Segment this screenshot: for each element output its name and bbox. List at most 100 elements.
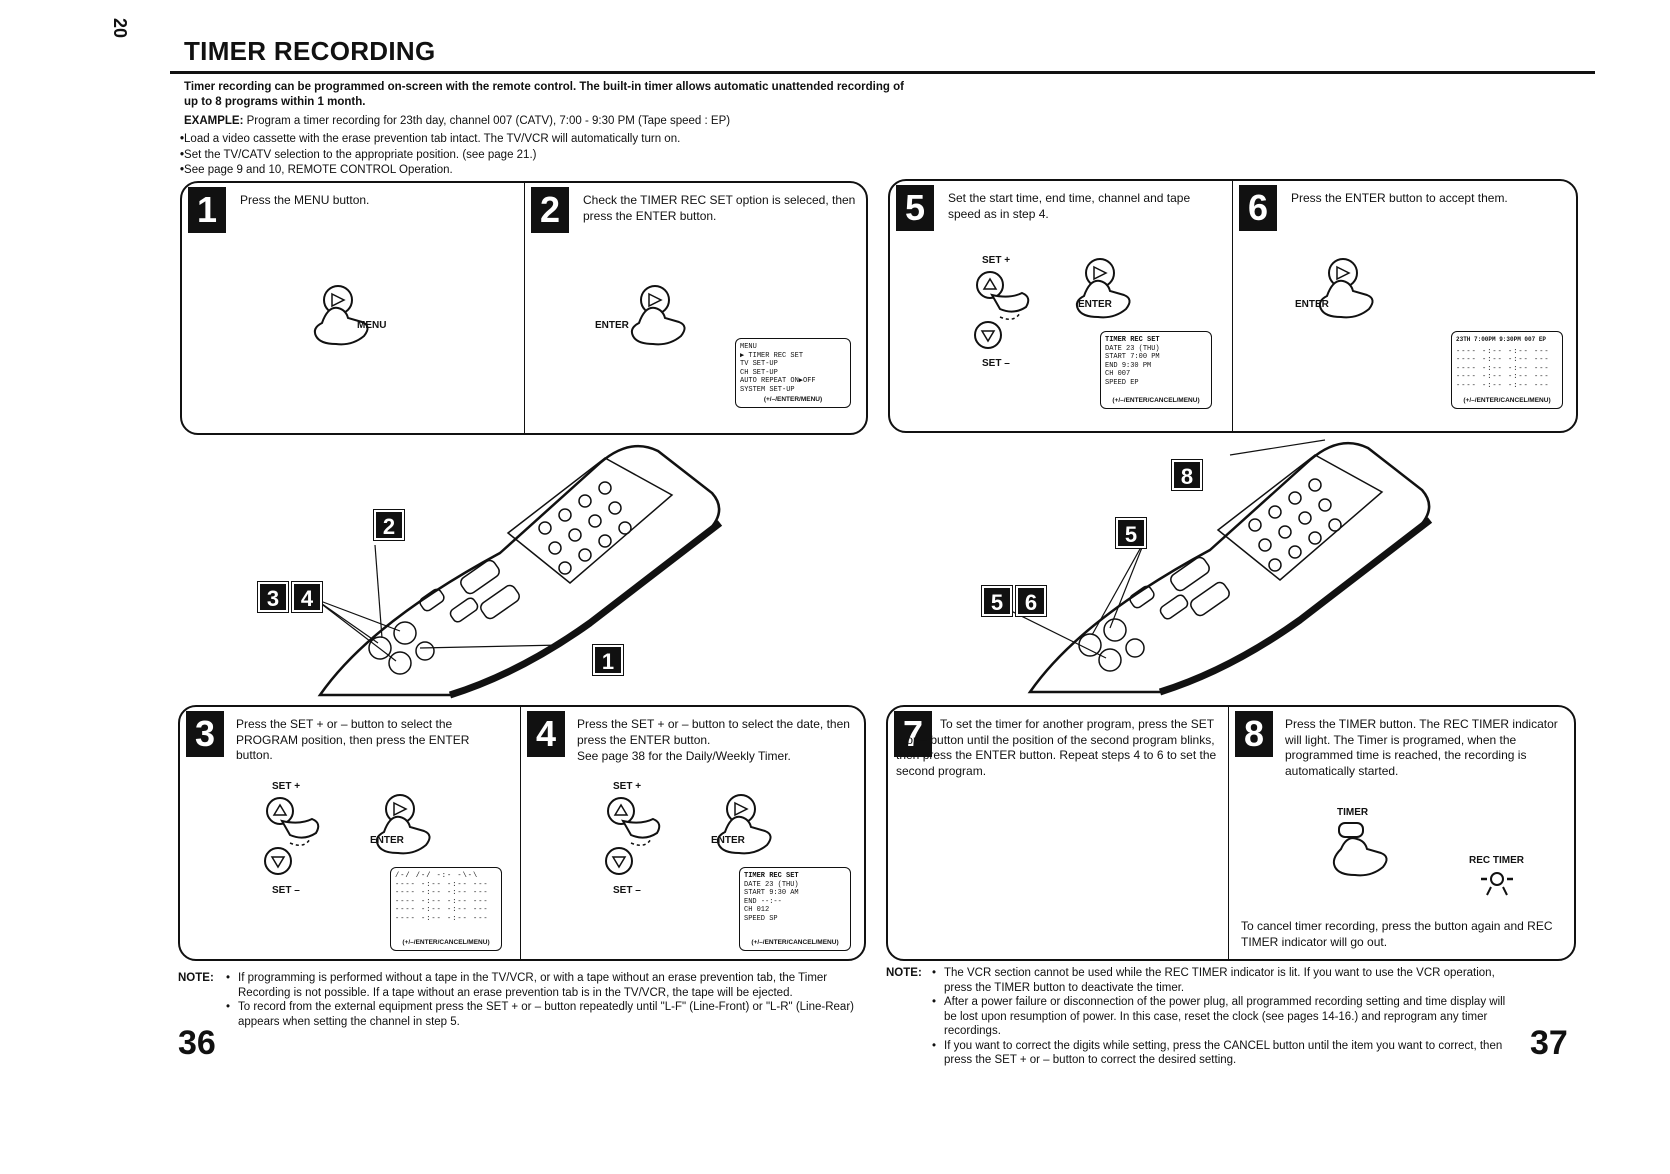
osd-value: 23 (THU) — [1126, 344, 1160, 353]
prep-bullet: Load a video cassette with the erase pre… — [180, 132, 680, 148]
set-buttons-icon — [974, 271, 1030, 349]
set-buttons-icon — [264, 797, 320, 875]
osd-row: END 9:30 PM — [1105, 362, 1207, 371]
osd-row: SPEED SP — [744, 915, 846, 924]
hand-press-enter-icon — [1318, 258, 1374, 319]
osd-key: END — [1105, 361, 1118, 370]
note-label: NOTE: — [886, 967, 922, 979]
osd-value: 7:00 PM — [1130, 353, 1160, 361]
osd-line: MENU — [740, 343, 757, 351]
step-text: Press the TIMER button. The REC TIMER in… — [1285, 717, 1558, 778]
osd-row: CH 007 — [1105, 370, 1207, 379]
osd-key: SPEED — [1105, 378, 1127, 387]
example-line: EXAMPLE: Program a timer recording for 2… — [184, 115, 730, 127]
note-item: After a power failure or disconnection o… — [932, 995, 1516, 1039]
enter-button-label: ENTER — [1078, 299, 1112, 310]
osd-row: CH 012 — [744, 906, 846, 915]
note-item: If programming is performed without a ta… — [226, 971, 858, 1000]
timer-rec-osd: TIMER REC SET DATE 23 (THU) START 7:00 P… — [1100, 331, 1212, 409]
prep-bullet: Set the TV/CATV selection to the appropr… — [180, 148, 680, 164]
callout-6-right: 6 — [1015, 585, 1047, 617]
step-text: To set the timer for another program, pr… — [896, 717, 1217, 778]
enter-button-label: ENTER — [1295, 299, 1329, 310]
set-plus-label: SET + — [613, 781, 642, 792]
title-rule — [170, 71, 1595, 74]
set-plus-label: SET + — [272, 781, 301, 792]
osd-line: TV SET-UP — [740, 360, 778, 368]
hand-press-enter-icon — [716, 794, 772, 855]
step-text: Set the start time, end time, channel an… — [948, 191, 1191, 221]
intro-text: Timer recording can be programmed on-scr… — [184, 81, 904, 108]
step-7: 7 To set the timer for another program, … — [888, 707, 1228, 959]
menu-osd: MENU ▶ TIMER REC SET TV SET-UP CH SET-UP… — [735, 338, 851, 408]
osd-footer: (+/–/ENTER/CANCEL/MENU) — [1463, 396, 1551, 404]
osd-key: DATE — [1105, 344, 1122, 353]
step-1: 1 Press the MENU button. MENU — [182, 183, 524, 433]
side-page-number: 20 — [110, 18, 130, 39]
osd-value: 9:30 PM — [1121, 361, 1152, 370]
step-6: 6 Press the ENTER button to accept them.… — [1232, 181, 1576, 431]
osd-value: 012 — [756, 906, 770, 914]
note-item: To record from the external equipment pr… — [226, 1000, 858, 1029]
osd-value: 9:30 AM — [769, 889, 799, 897]
step-text-note: See page 38 for the Daily/Weekly Timer. — [577, 749, 791, 763]
callout-5-right: 5 — [1115, 517, 1147, 549]
timer-button-label: TIMER — [1337, 807, 1369, 818]
step-text: Check the TIMER REC SET option is selece… — [583, 193, 856, 223]
osd-value: 007 — [1117, 370, 1131, 378]
notes-left: NOTE: If programming is performed withou… — [178, 971, 858, 1029]
osd-row: SPEED EP — [1105, 379, 1207, 388]
timer-rec-osd: TIMER REC SET DATE 23 (THU) START 9:30 A… — [739, 867, 851, 951]
note-list: The VCR section cannot be used while the… — [886, 966, 1516, 1068]
page-number-left: 36 — [178, 1024, 216, 1062]
set-minus-label: SET – — [982, 358, 1010, 369]
osd-value: SP — [769, 914, 778, 923]
panel-steps-5-6: 5 Set the start time, end time, channel … — [888, 179, 1578, 433]
osd-title: TIMER REC SET — [744, 872, 799, 880]
callout-2-left: 2 — [373, 509, 405, 541]
step-number: 1 — [188, 187, 226, 233]
osd-row: DATE 23 (THU) — [1105, 345, 1207, 354]
step-number: 7 — [894, 711, 932, 757]
osd-blank-rows: /-/ /-/ -:- -\-\---- -:-- -:-- ------- -… — [395, 872, 489, 923]
osd-key: CH — [1105, 370, 1114, 378]
osd-row: START 7:00 PM — [1105, 353, 1207, 362]
osd-line: CH SET-UP — [740, 368, 778, 377]
step-text: Press the SET + or – button to select th… — [236, 717, 470, 762]
step-8: 8 Press the TIMER button. The REC TIMER … — [1228, 707, 1574, 959]
hand-press-enter-icon — [375, 794, 431, 855]
hand-press-timer-icon — [1332, 822, 1388, 877]
note-list: If programming is performed without a ta… — [178, 971, 858, 1029]
set-buttons-icon — [605, 797, 661, 875]
callout-5b-right: 5 — [981, 585, 1013, 617]
osd-row: DATE 23 (THU) — [744, 881, 846, 890]
osd-key: START — [744, 889, 766, 897]
program-list-osd: /-/ /-/ -:- -\-\---- -:-- -:-- ------- -… — [390, 867, 502, 951]
menu-button-label: MENU — [357, 320, 387, 331]
osd-row: START 9:30 AM — [744, 889, 846, 898]
panel-steps-7-8: 7 To set the timer for another program, … — [886, 705, 1576, 961]
callout-4-left: 4 — [291, 581, 323, 613]
example-label: EXAMPLE: — [184, 115, 244, 127]
callout-1-left: 1 — [592, 644, 624, 676]
note-item: If you want to correct the digits while … — [932, 1039, 1516, 1068]
set-minus-label: SET – — [272, 885, 300, 896]
hand-press-menu-icon — [313, 285, 369, 346]
step-number: 5 — [896, 185, 934, 231]
osd-key: END — [744, 897, 757, 906]
remote-control-illustration-right — [1010, 439, 1433, 696]
callout-8-right: 8 — [1171, 459, 1203, 491]
step-number: 8 — [1235, 711, 1273, 757]
step-number: 6 — [1239, 185, 1277, 231]
enter-button-label: ENTER — [595, 320, 629, 331]
example-text: Program a timer recording for 23th day, … — [246, 115, 731, 127]
hand-press-enter-icon — [630, 285, 686, 346]
osd-title: TIMER REC SET — [1105, 336, 1160, 344]
osd-top: 23TH 7:00PM 9:30PM 007 EP — [1456, 336, 1547, 343]
page-number-right: 37 — [1530, 1024, 1568, 1062]
cancel-text: To cancel timer recording, press the but… — [1241, 919, 1553, 949]
panel-steps-3-4: 3 Press the SET + or – button to select … — [178, 705, 866, 961]
rec-timer-indicator-icon — [1481, 872, 1513, 896]
step-number: 3 — [186, 711, 224, 757]
